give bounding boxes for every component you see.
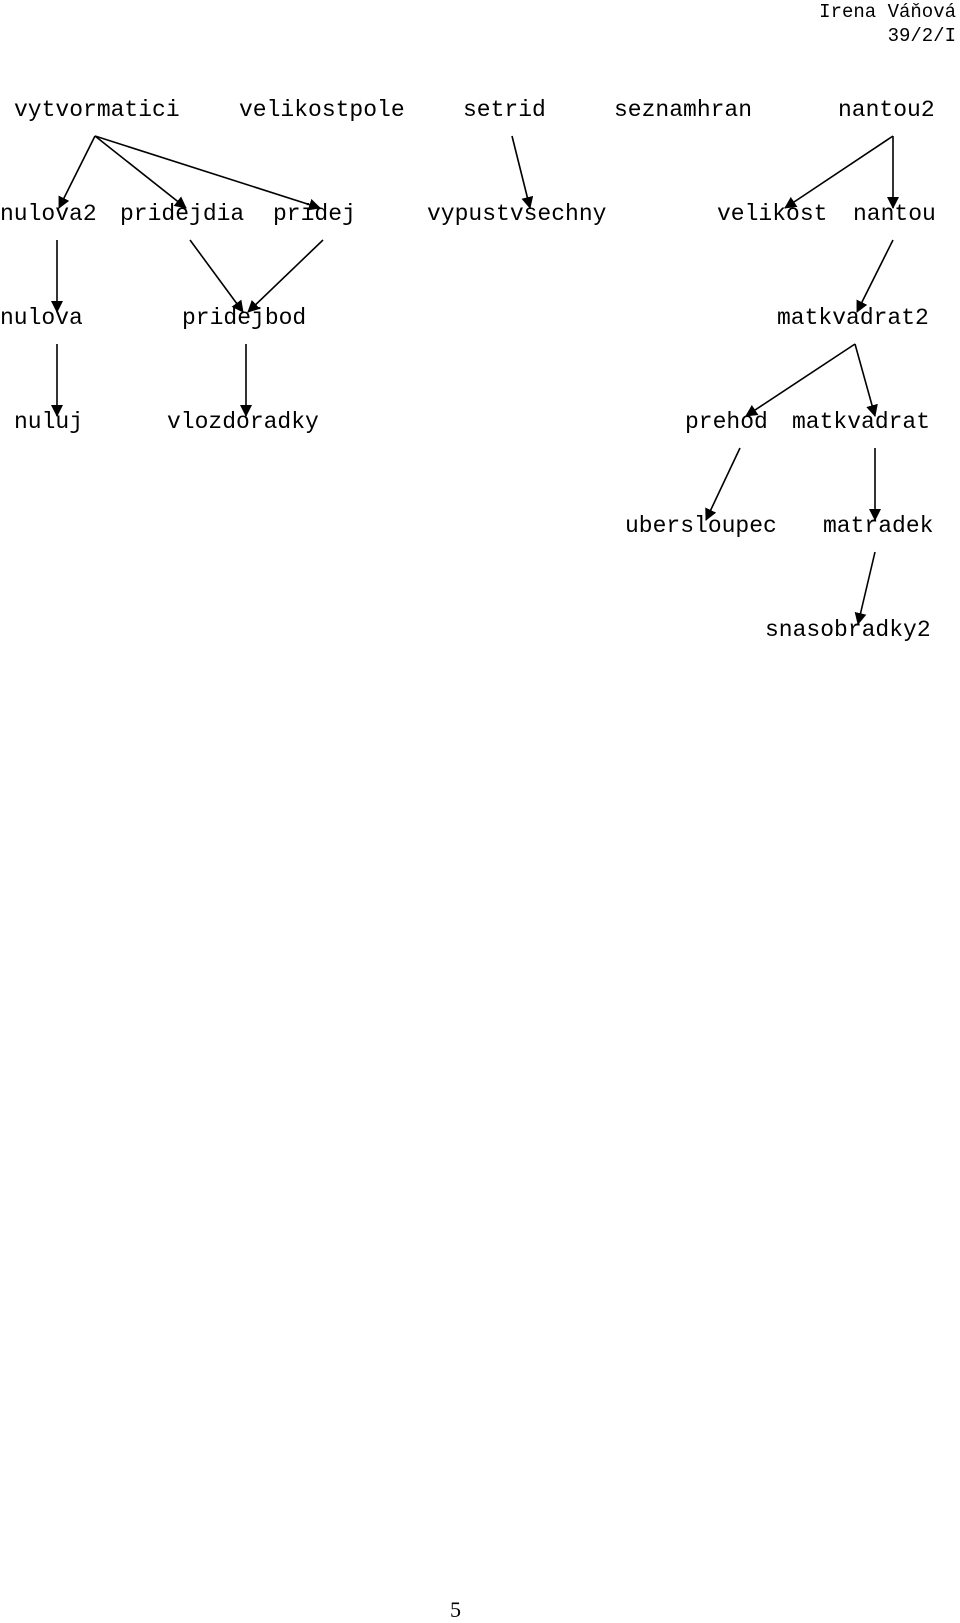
node-nantou2: nantou2 xyxy=(838,97,935,123)
node-matradek: matradek xyxy=(823,513,934,539)
node-pridejbod: pridejbod xyxy=(182,305,307,331)
node-seznamhran: seznamhran xyxy=(614,97,753,123)
node-matkvadrat2: matkvadrat2 xyxy=(777,305,929,331)
node-vlozdoradky: vlozdoradky xyxy=(167,409,319,435)
edge-matkvadrat2-to-matkvadrat xyxy=(854,343,878,417)
node-matkvadrat: matkvadrat xyxy=(792,409,931,435)
node-nuluj: nuluj xyxy=(14,409,84,435)
node-nulova: nulova xyxy=(0,305,83,331)
node-vytvormatici: vytvormatici xyxy=(14,97,180,123)
node-setrid: setrid xyxy=(463,97,546,123)
edge-matradek-to-snasobradky2 xyxy=(854,551,876,625)
author-name: Irena Váňová xyxy=(819,1,956,23)
edge-setrid-to-vypustvsechny xyxy=(511,135,534,209)
edge-vytvormatici-to-nulova2 xyxy=(58,135,96,209)
node-pridejdia: pridejdia xyxy=(120,201,245,227)
page-number: 5 xyxy=(450,1597,461,1622)
edge-nantou-to-matkvadrat2 xyxy=(856,239,894,313)
node-vypustvsechny: vypustvsechny xyxy=(427,201,607,227)
edge-vytvormatici-to-pridej xyxy=(94,135,321,211)
document-code: 39/2/I xyxy=(887,25,956,47)
page-header: Irena Váňová 39/2/I xyxy=(819,0,956,48)
node-ubersloupec: ubersloupec xyxy=(625,513,777,539)
node-nantou: nantou xyxy=(853,201,936,227)
node-nulova2: nulova2 xyxy=(0,201,97,227)
node-velikost: velikost xyxy=(717,201,828,227)
edge-vytvormatici-to-pridejdia xyxy=(94,135,187,209)
edge-matkvadrat2-to-prehod xyxy=(745,343,856,417)
node-velikostpole: velikostpole xyxy=(239,97,405,123)
edge-prehod-to-ubersloupec xyxy=(705,447,741,521)
edge-pridej-to-pridejbod xyxy=(247,239,324,313)
node-prehod: prehod xyxy=(685,409,768,435)
edge-pridejdia-to-pridejbod xyxy=(189,239,244,313)
edge-nantou2-to-velikost xyxy=(784,135,894,209)
node-pridej: pridej xyxy=(273,201,356,227)
node-snasobradky2: snasobradky2 xyxy=(765,617,931,643)
